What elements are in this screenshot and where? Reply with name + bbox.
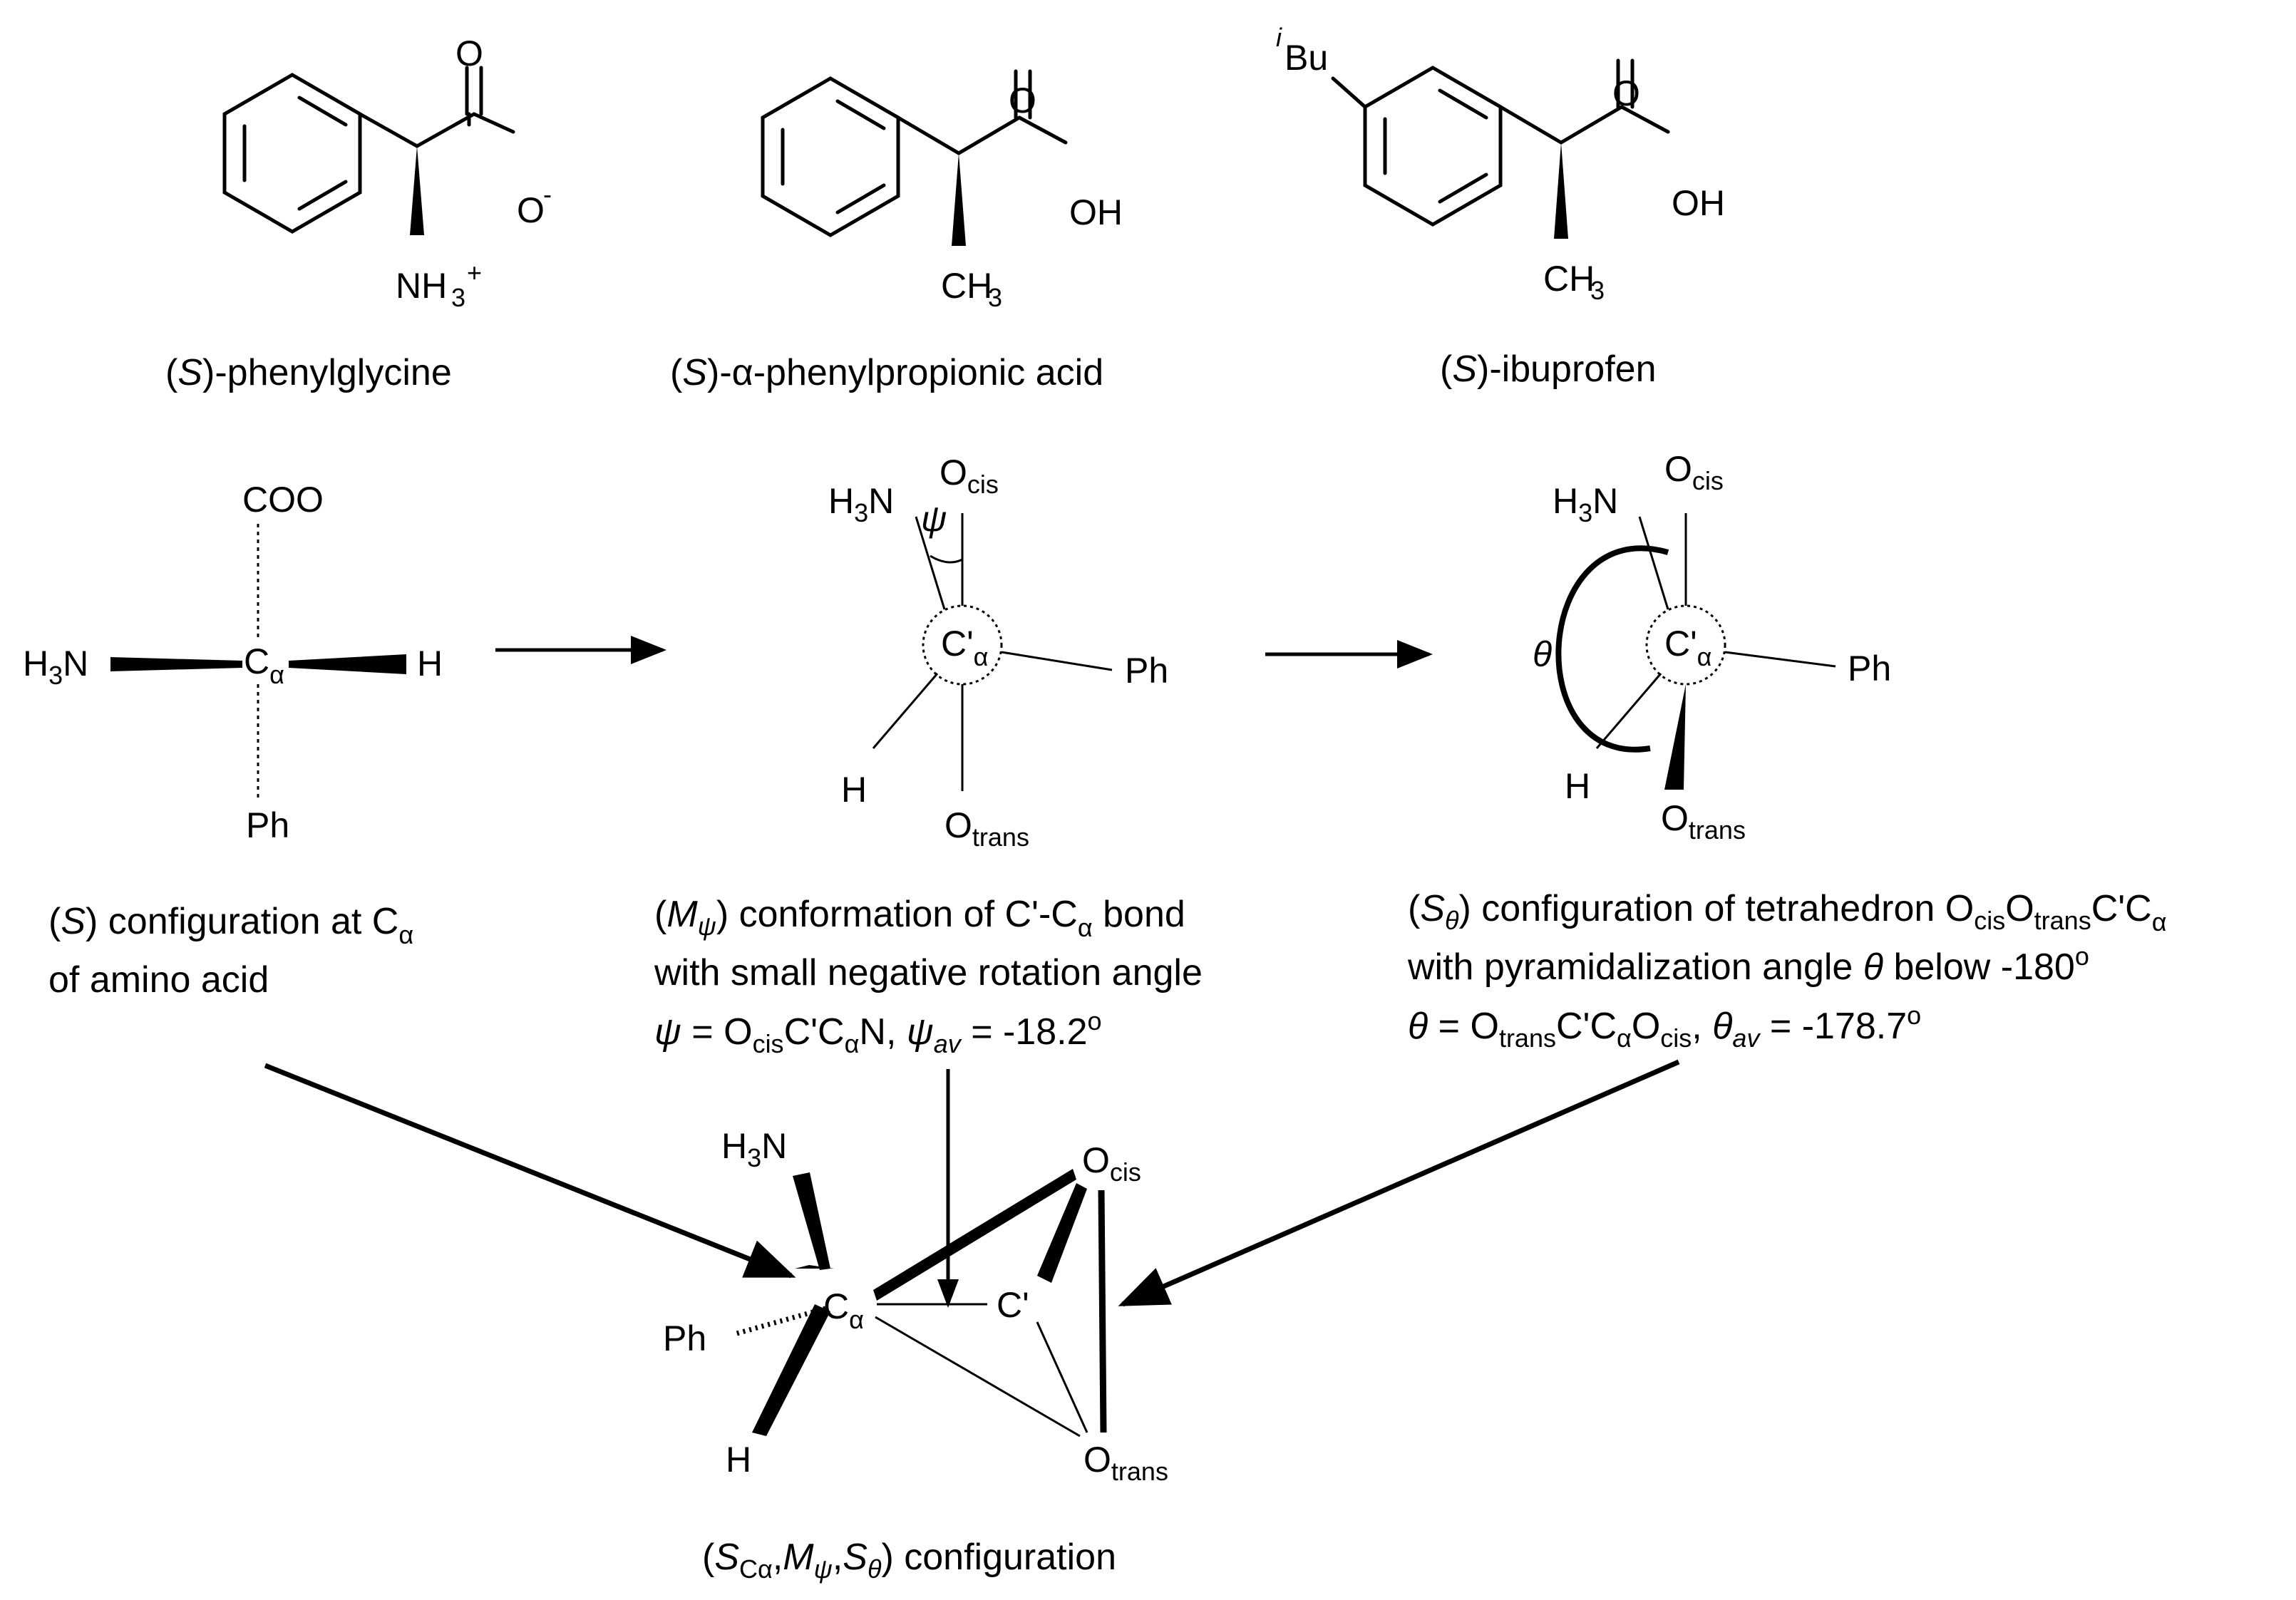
ibuprofen-o-top: O — [1612, 73, 1640, 113]
wedge-bond-ch3 — [1554, 143, 1568, 239]
phenylglycine-structure: O O - NH 3 + (S)-phenylglycine — [165, 33, 552, 393]
psi-caption-line3: ψ = OcisC'CαN, ψav = -18.2o — [654, 1006, 1102, 1058]
charge-plus: + — [467, 258, 482, 287]
phenylpropionic-ch3: CH — [941, 266, 992, 306]
fischer-top: COO — [242, 480, 324, 520]
fischer-projection: COO H3N H Cα Ph (S) configuration at Cα … — [23, 480, 443, 1001]
ibuprofen-iso-sup: i — [1276, 23, 1282, 52]
calpha-to-carboxyl-bond — [415, 112, 476, 148]
psi-ph: Ph — [1125, 651, 1168, 691]
arrow-fischer-to-combined — [264, 1063, 796, 1279]
fischer-left: H3N — [23, 644, 88, 690]
wedge-ocis-calpha — [873, 1169, 1076, 1301]
psi-caption-line2: with small negative rotation angle — [654, 952, 1203, 993]
theta-caption-line2: with pyramidalization angle θ below -180… — [1407, 941, 2089, 988]
psi-caption-line1: (Mψ) conformation of C'-Cα bond — [654, 894, 1185, 942]
combined-cprime: C' — [997, 1285, 1029, 1325]
psi-h3n: H3N — [828, 481, 894, 527]
phenylglycine-name: (S)-phenylglycine — [165, 352, 452, 393]
fischer-bottom: Ph — [246, 805, 289, 845]
benzene-ring — [761, 76, 900, 237]
psi-h: H — [841, 770, 867, 810]
theta-symbol: θ — [1533, 634, 1552, 674]
newman-theta-projection: H3N Ocis θ C'α Ph H Otrans (Sθ) configur… — [1407, 449, 2167, 1053]
theta-otrans: Otrans — [1661, 798, 1746, 845]
phenylpropionic-structure: O OH CH 3 (S)-α-phenylpropionic acid — [670, 69, 1123, 393]
newman-psi-projection: H3N Ocis ψ C'α Ph H Otrans (Mψ) conforma… — [654, 453, 1203, 1058]
phenylglycine-nh3-sub: 3 — [451, 283, 465, 312]
combined-h: H — [726, 1440, 751, 1480]
carboxylate-bond — [472, 112, 515, 134]
theta-ocis: Ocis — [1664, 449, 1724, 495]
fischer-right: H — [417, 644, 443, 683]
wedge-right — [289, 654, 406, 674]
wedge-h — [752, 1304, 830, 1436]
combined-caption: (SCα,Mψ,Sθ) configuration — [702, 1537, 1116, 1584]
benzene-ring — [1363, 66, 1503, 227]
combined-ocis: Ocis — [1082, 1140, 1141, 1187]
hashed-bond-ph — [733, 1306, 826, 1337]
ibuprofen-bu: Bu — [1285, 38, 1328, 78]
arrow-theta-to-combined — [1118, 1059, 1680, 1307]
charge-minus: - — [543, 180, 552, 209]
phenylpropionic-o-top: O — [1009, 81, 1036, 120]
ibuprofen-oh: OH — [1672, 183, 1725, 223]
wedge-bond-nh3 — [410, 146, 424, 235]
ring-to-calpha-bond — [358, 112, 419, 148]
wedge-ocis-cprime — [1037, 1183, 1087, 1283]
theta-caption-line1: (Sθ) configuration of tetrahedron OcisOt… — [1408, 888, 2167, 936]
ibuprofen-ch3-sub: 3 — [1590, 276, 1605, 305]
psi-angle-arc — [930, 554, 963, 564]
fischer-caption-line2: of amino acid — [48, 959, 269, 1001]
phenylpropionic-ch3-sub: 3 — [988, 283, 1002, 312]
phenylglycine-nh3: NH — [396, 266, 447, 306]
benzene-ring — [222, 73, 362, 234]
theta-center: C'α — [1664, 624, 1711, 671]
phenylpropionic-oh: OH — [1069, 192, 1123, 232]
wedge-left — [110, 657, 242, 671]
combined-configuration: H3N Ocis Cα C' Ph H Otrans (SCα,Mψ,Sθ) c… — [663, 1126, 1168, 1584]
phenylpropionic-name: (S)-α-phenylpropionic acid — [670, 352, 1103, 393]
fischer-center: Cα — [244, 641, 284, 689]
combined-ph: Ph — [663, 1318, 706, 1358]
combined-calpha: Cα — [823, 1286, 864, 1334]
wedge-bond-ch3 — [952, 153, 966, 246]
theta-caption-line3: θ = OtransC'CαOcis, θav = -178.7o — [1408, 1001, 1921, 1053]
psi-center: C'α — [941, 624, 988, 671]
theta-ph: Ph — [1848, 649, 1891, 688]
psi-ocis: Ocis — [939, 453, 999, 499]
fischer-caption-line1: (S) configuration at Cα — [48, 901, 413, 949]
phenylglycine-o-side: O — [517, 190, 545, 230]
phenylglycine-o-top: O — [455, 33, 483, 73]
combined-h3n: H3N — [721, 1126, 787, 1172]
ibuprofen-name: (S)-ibuprofen — [1440, 349, 1656, 390]
ibuprofen-structure: i Bu O OH CH 3 (S)-ibuprofen — [1276, 23, 1725, 390]
theta-h: H — [1565, 766, 1590, 806]
ibuprofen-ch3: CH — [1543, 259, 1595, 299]
psi-symbol: ψ — [921, 499, 947, 539]
combined-otrans: Otrans — [1083, 1440, 1168, 1486]
psi-otrans: Otrans — [944, 805, 1029, 852]
theta-angle-arc — [1555, 545, 1669, 753]
theta-h3n: H3N — [1553, 481, 1618, 527]
wedge-otrans — [1664, 684, 1686, 790]
wedge-nh3 — [793, 1172, 830, 1270]
